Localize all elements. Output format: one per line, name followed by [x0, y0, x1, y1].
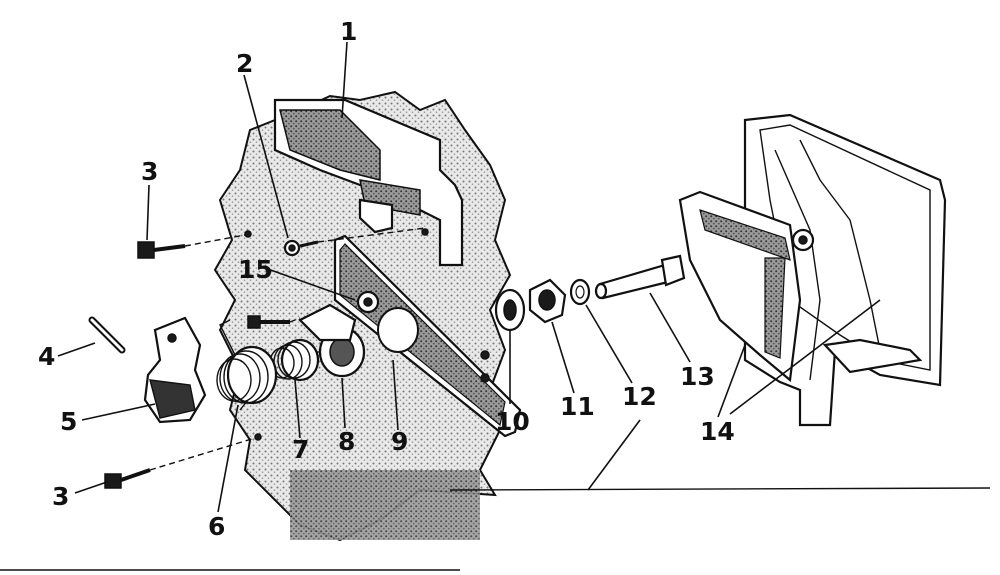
- part-15-screw: [356, 290, 380, 314]
- label-9: 9: [391, 427, 408, 456]
- part-9-mounting-plate: [333, 234, 522, 438]
- leader-lines: [57, 41, 881, 513]
- label-6: 6: [208, 512, 225, 541]
- part-6-coil-spring: [216, 319, 278, 411]
- label-4: 4: [38, 342, 55, 371]
- baseline-line: [449, 487, 991, 491]
- background-panel-shadow: [290, 470, 480, 540]
- part-13-shaft: [594, 254, 686, 300]
- label-10: 10: [495, 407, 530, 436]
- label-15: 15: [238, 255, 273, 284]
- part-screw-upper-mid: [247, 315, 290, 329]
- part-3-screw-upper: [137, 241, 186, 259]
- part-14-door-assembly: [678, 113, 947, 427]
- label-3-lower: 3: [52, 482, 69, 511]
- part-labels: 1 2 3 4 5 3 6 7 8 9 10 11 12 13 14 15: [38, 17, 735, 541]
- label-5: 5: [60, 407, 77, 436]
- part-10-washer: [494, 288, 526, 332]
- part-2-screw: [283, 239, 319, 257]
- label-2: 2: [236, 49, 253, 78]
- label-14: 14: [700, 417, 735, 446]
- label-11: 11: [560, 392, 595, 421]
- part-4-pin: [88, 316, 126, 354]
- label-3-upper: 3: [141, 157, 158, 186]
- label-1: 1: [340, 17, 357, 46]
- part-7-spring: [269, 338, 320, 382]
- label-8: 8: [338, 427, 355, 456]
- label-12: 12: [622, 382, 657, 411]
- label-13: 13: [680, 362, 715, 391]
- part-12-washer: [569, 278, 591, 306]
- part-8-clip: [298, 303, 357, 342]
- label-7: 7: [292, 435, 309, 464]
- part-3-screw-lower: [104, 468, 151, 489]
- part-5-lever: [143, 316, 207, 424]
- part-1-bracket: [273, 98, 464, 267]
- assembly-guide-lines: [149, 227, 426, 471]
- part-11-nut: [528, 278, 567, 324]
